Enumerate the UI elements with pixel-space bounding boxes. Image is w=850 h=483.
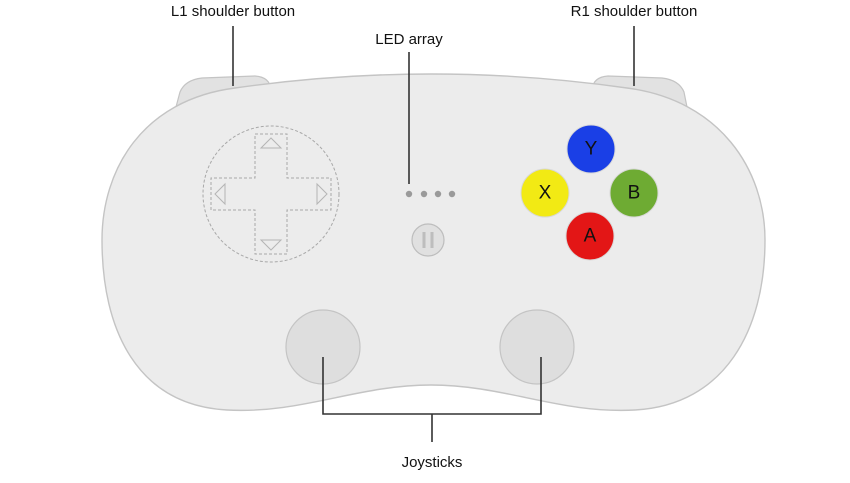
face-button-a: A (565, 211, 615, 261)
dpad (202, 125, 340, 263)
face-button-x-label: X (539, 183, 552, 204)
dpad-right-arrow-icon (316, 182, 328, 206)
face-button-x: X (520, 168, 570, 218)
face-button-b-circle (609, 168, 659, 218)
dpad-ring (202, 125, 340, 263)
r1-callout-label: R1 shoulder button (571, 3, 698, 20)
face-button-y: Y (566, 124, 616, 174)
pause-icon-bar-left (422, 232, 426, 248)
joysticks-callout-label: Joysticks (402, 454, 463, 471)
led-dot (448, 190, 456, 198)
dpad-left-arrow-icon (214, 182, 226, 206)
face-button-b: B (609, 168, 659, 218)
l1-callout-label: L1 shoulder button (171, 3, 295, 20)
led-callout-label: LED array (375, 31, 443, 48)
pause-icon-bar-right (430, 232, 434, 248)
joysticks-leader-bracket (322, 357, 542, 442)
face-button-y-label: Y (585, 139, 598, 160)
led-dot (420, 190, 428, 198)
dpad-down-arrow-icon (259, 239, 283, 251)
led-dot (434, 190, 442, 198)
face-button-y-circle (566, 124, 616, 174)
pause-button-circle (411, 223, 445, 257)
face-button-a-circle (565, 211, 615, 261)
leader-lines (232, 26, 635, 442)
led-array (405, 190, 456, 198)
face-button-b-label: B (628, 183, 641, 204)
pause-button (411, 223, 445, 257)
face-button-x-circle (520, 168, 570, 218)
face-button-a-label: A (584, 226, 597, 247)
dpad-up-arrow-icon (259, 137, 283, 149)
led-dot (405, 190, 413, 198)
dpad-cross (210, 133, 332, 255)
right-joystick (499, 309, 575, 385)
